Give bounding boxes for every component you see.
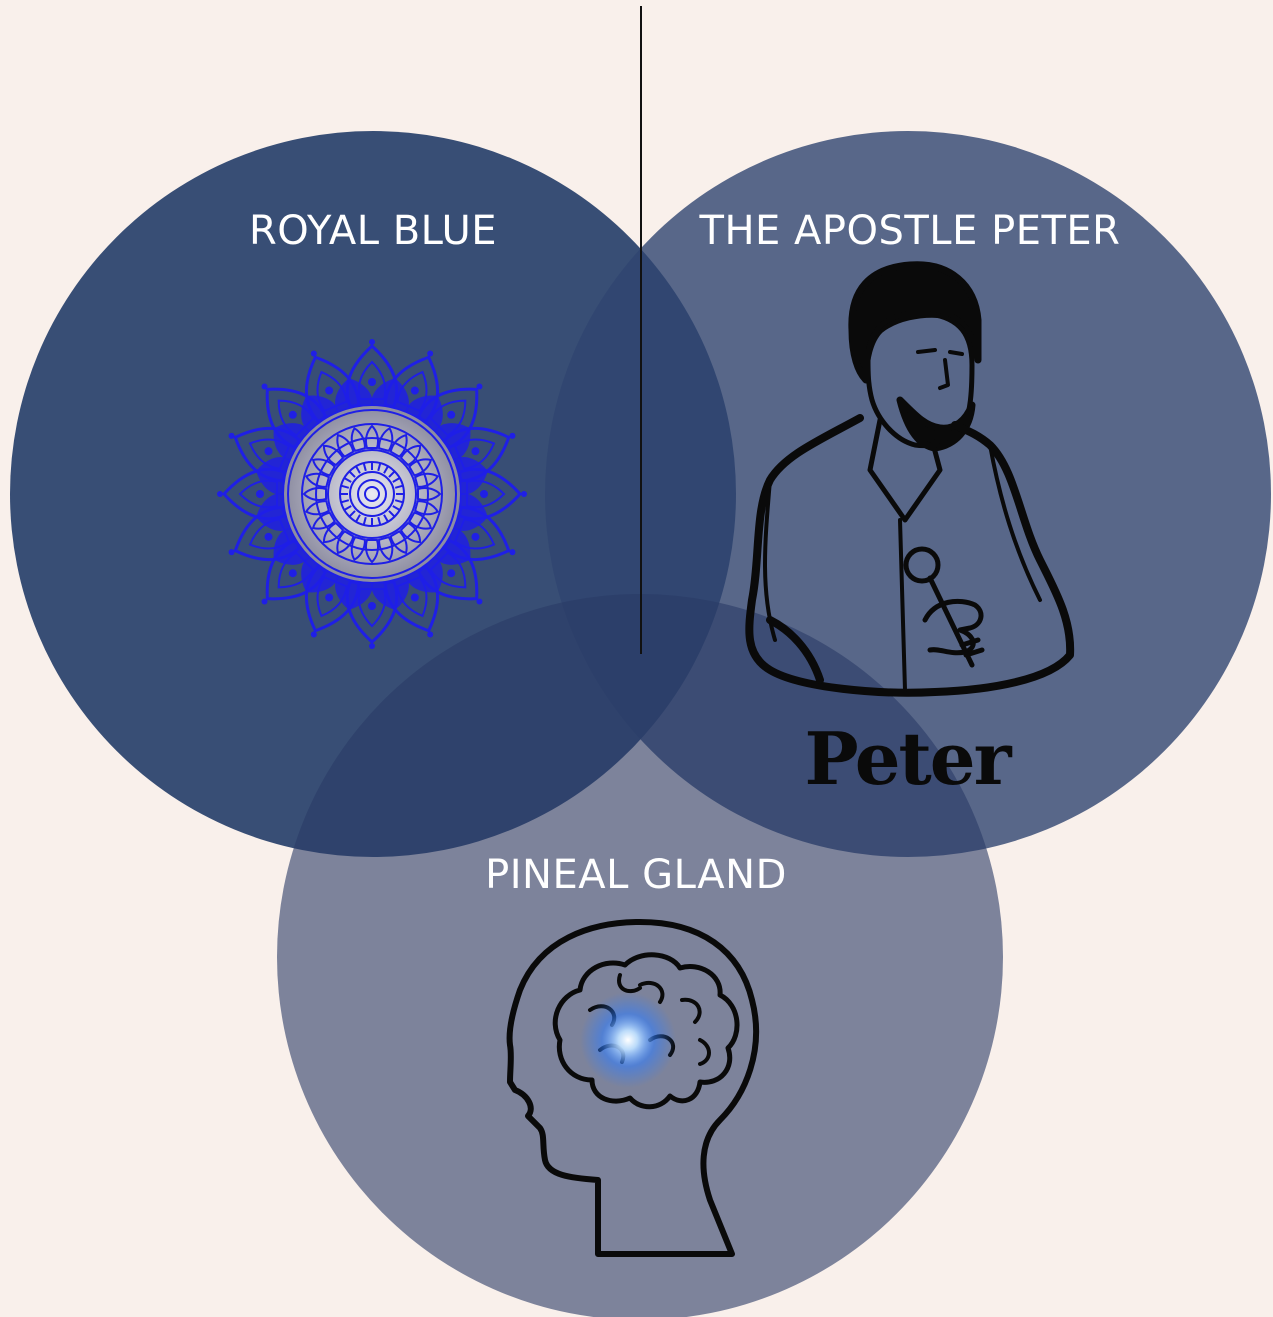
label-royal-blue: ROYAL BLUE xyxy=(249,208,497,254)
label-apostle-peter: THE APOSTLE PETER xyxy=(700,208,1121,254)
mandala-icon xyxy=(217,339,527,649)
pineal-glow xyxy=(580,992,676,1088)
peter-caption: Peter xyxy=(804,716,1009,801)
label-pineal-gland: PINEAL GLAND xyxy=(485,852,787,898)
